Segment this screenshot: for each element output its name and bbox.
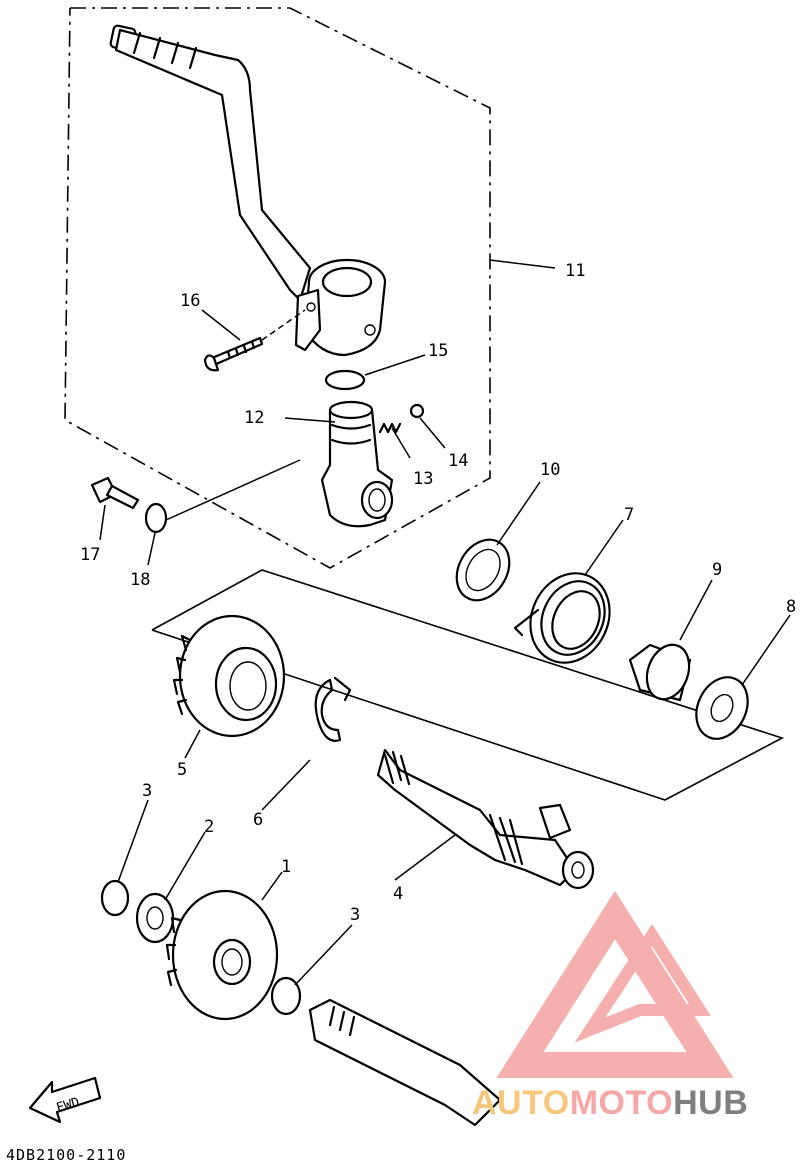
washer-2: [135, 892, 175, 944]
washer-18: [144, 502, 168, 534]
leader-lines: [99, 259, 791, 986]
kick-axle: [376, 748, 595, 890]
circlip-15: [324, 369, 366, 391]
label-10: 10: [540, 460, 560, 480]
primary-shaft: [308, 998, 502, 1127]
label-11: 11: [565, 261, 585, 281]
svg-text:AUTOMOTOHUB: AUTOMOTOHUB: [472, 1084, 748, 1122]
circlip-3-upper: [100, 879, 130, 917]
watermark-hub: HUB: [673, 1084, 748, 1122]
kick-boss: [320, 400, 394, 528]
label-16: 16: [180, 291, 200, 311]
label-12: 12: [244, 408, 264, 428]
label-13: 13: [413, 469, 433, 489]
label-18: 18: [130, 570, 150, 590]
circlip-3-lower: [270, 976, 302, 1016]
label-3-upper: 3: [142, 781, 152, 801]
washer-8: [695, 676, 749, 740]
watermark-auto: AUTO: [472, 1084, 570, 1122]
label-1: 1: [281, 857, 291, 877]
label-15: 15: [428, 341, 448, 361]
label-9: 9: [712, 560, 722, 580]
primary-gear: [165, 889, 279, 1021]
fwd-label: FWD: [55, 1095, 82, 1116]
forward-arrow: FWD: [28, 1076, 102, 1124]
label-4: 4: [393, 884, 403, 904]
bolt-17: [90, 476, 140, 510]
kick-gear-assembly-boundary: [151, 569, 785, 801]
label-14: 14: [448, 451, 468, 471]
kick-boss-spring: [378, 403, 425, 434]
label-8: 8: [786, 597, 796, 617]
watermark-moto: MOTO: [570, 1084, 673, 1122]
automotohub-logo: [496, 890, 734, 1078]
spacer: [628, 643, 692, 702]
label-6: 6: [253, 810, 263, 830]
label-7: 7: [624, 505, 634, 525]
label-2: 2: [204, 817, 214, 837]
clip: [314, 676, 352, 742]
kick-lever-assembly-boundary: [64, 7, 491, 569]
oil-seal: [455, 538, 511, 602]
label-17: 17: [80, 545, 100, 565]
automotohub-watermark: AUTOMOTOHUB: [472, 1084, 748, 1122]
kick-lever-bolt: [203, 309, 306, 372]
label-3-lower: 3: [350, 905, 360, 925]
torsion-spring: [513, 572, 611, 664]
part-number-labels: 11 16 15 12 13 14 10 7 9 8 17 18 5 6 4 3…: [80, 261, 796, 925]
kick-gear: [172, 614, 286, 738]
kick-lever: [109, 24, 387, 357]
diagram-code: 4DB2100-2110: [6, 1146, 126, 1164]
label-5: 5: [177, 760, 187, 780]
